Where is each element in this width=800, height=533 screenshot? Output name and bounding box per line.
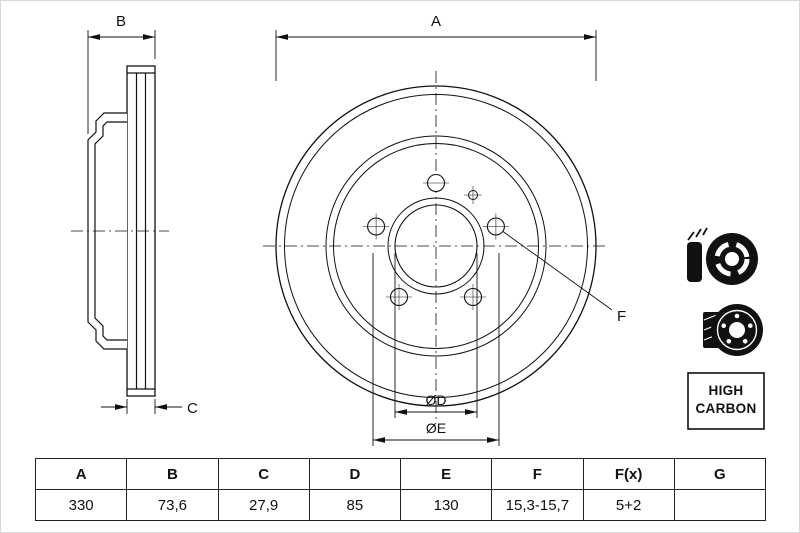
dimension-d: ØD: [394, 253, 478, 418]
dimension-e: ØE: [372, 253, 500, 446]
table-value-cell: 330: [34, 489, 128, 521]
table-header-cell: B: [126, 458, 219, 490]
table-value-cell: 27,9: [217, 489, 310, 521]
hat-edge-circle: [325, 135, 547, 357]
table-value-cell: 15,3-15,7: [491, 489, 584, 521]
bolt-hole: [423, 173, 449, 193]
brake-pad-wear-icon: [687, 227, 758, 285]
table-header-cell: A: [34, 458, 128, 490]
table-value-cell: 73,6: [126, 489, 219, 521]
table-value-cell: 85: [308, 489, 402, 521]
table-header-row: A B C D E F F(x) G: [34, 458, 767, 490]
bolt-hole: [363, 213, 389, 240]
bolt-hole: [460, 284, 486, 310]
dim-b-label: B: [116, 13, 126, 30]
technical-drawing: B C: [71, 13, 765, 446]
table-value-row: 330 73,6 27,9 85 130 15,3-15,7 5+2: [34, 489, 767, 521]
badge-frame: [687, 372, 765, 430]
dimension-a: A: [275, 13, 597, 81]
dim-d-label: ØD: [426, 392, 447, 408]
table-header-cell: C: [217, 458, 310, 490]
table-value-cell: [673, 489, 767, 521]
dim-a-label: A: [431, 13, 441, 30]
dimension-table: A B C D E F F(x) G 330 73,6 27,9 85 130 …: [34, 458, 767, 521]
table-value-cell: 5+2: [582, 489, 675, 521]
table-header-cell: F(x): [582, 458, 675, 490]
leader-f: F: [502, 231, 626, 325]
locating-hole: [464, 186, 482, 204]
dim-e-label: ØE: [426, 420, 446, 436]
bolt-hole: [386, 284, 412, 310]
table-value-cell: 130: [399, 489, 493, 521]
badge-line1: HIGH: [709, 383, 744, 398]
dim-f-label: F: [617, 308, 626, 325]
bolt-hole: [482, 213, 509, 240]
high-carbon-badge: HIGH CARBON: [687, 372, 765, 430]
badge-line2: CARBON: [695, 401, 756, 416]
table-header-cell: G: [673, 458, 767, 490]
side-view-section: [71, 65, 169, 397]
dimension-c: C: [101, 399, 198, 417]
dim-c-label: C: [187, 400, 198, 417]
front-view: [263, 71, 609, 419]
table-header-cell: F: [491, 458, 584, 490]
dimension-b: B: [87, 13, 156, 134]
brake-pad-shape: [687, 242, 702, 282]
table-header-cell: E: [399, 458, 493, 490]
brake-disc-icon: [703, 304, 763, 356]
table-header-cell: D: [308, 458, 402, 490]
